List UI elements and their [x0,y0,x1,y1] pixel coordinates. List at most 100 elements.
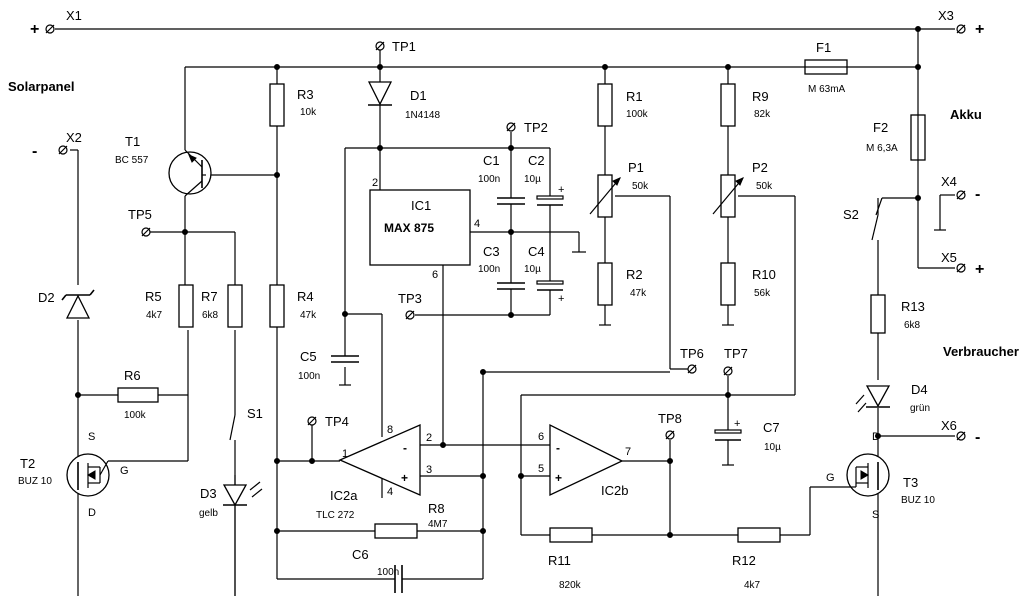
ref-label: P2 [752,160,768,175]
minus-sign: - [32,143,37,160]
ref-label: R6 [124,368,141,383]
value-label: 100k [124,410,147,421]
testpoint-tp1: TP1 [375,39,416,54]
diode-d1: D1 1N4148 [367,81,440,121]
verbraucher-label: Verbraucher [943,344,1019,359]
ref-label: C3 [483,244,500,259]
value-label: 10µ [524,174,541,185]
value-label: 4k7 [744,580,761,591]
testpoint-label: TP4 [325,414,349,429]
ref-label: R4 [297,289,314,304]
terminal-x2: - X2 [32,130,82,160]
pin-label: 8 [387,424,393,436]
resistor-r4: R4 47k [269,284,317,328]
value-label: BUZ 10 [18,476,52,487]
value-label: 47k [300,310,317,321]
ref-label: F1 [816,40,831,55]
value-label: 100n [298,371,320,382]
testpoint-tp3: TP3 [398,291,422,320]
ref-label: D2 [38,290,55,305]
ref-label: C1 [483,153,500,168]
testpoint-tp6: TP6 [680,346,704,374]
value-label: 6k8 [904,320,921,331]
ref-label: C5 [300,349,317,364]
value-label: 6k8 [202,310,219,321]
resistor-r12: R12 4k7 [732,527,781,591]
terminal-x6: - X6 [941,418,980,446]
transistor-t1: T1 BC 557 [115,134,212,197]
ref-label: T2 [20,456,35,471]
resistor-r8: R8 4M7 [374,501,448,539]
svg-text:+: + [734,418,740,430]
value-label: 47k [630,288,647,299]
pin-label: D [88,507,96,519]
zener-diode-d2: D2 [38,289,95,319]
capacitor-c4: + C4 10µ [524,244,564,305]
pin-label: 1 [342,448,348,460]
switch-s2: S2 [843,197,883,241]
ref-label: C4 [528,244,545,259]
ic1-max875: IC1 MAX 875 2 4 6 [369,177,480,281]
value-label: 10µ [764,442,781,453]
capacitor-c2: + C2 10µ [524,153,564,206]
pin-label: 2 [372,177,378,189]
ref-label: R7 [201,289,218,304]
ref-label: R12 [732,553,756,568]
mosfet-t3: D G S T3 BUZ 10 [826,431,935,521]
svg-text:-: - [556,441,560,455]
testpoint-tp7: TP7 [723,346,748,376]
value-label: 100n [478,174,500,185]
svg-text:+: + [558,293,564,305]
value-label: 10k [300,107,317,118]
capacitor-c3: C3 100n [478,244,525,290]
resistor-r3: R3 10k [269,83,317,127]
ref-label: D1 [410,88,427,103]
switch-s1: S1 [229,406,263,441]
fuse-f2: F2 M 6,3A [866,114,926,161]
testpoint-label: TP7 [724,346,748,361]
potentiometer-p1: P1 50k [589,160,649,218]
value-label: M 6,3A [866,143,898,154]
ref-label: S1 [247,406,263,421]
value-label: BC 557 [115,155,149,166]
minus-sign: - [975,429,980,446]
plus-sign: + [30,21,39,38]
value-label: 50k [632,181,649,192]
value-label: 820k [559,580,582,591]
svg-text:+: + [401,471,408,485]
ref-label: C2 [528,153,545,168]
opamp-ic2b: - + 6 5 7 IC2b [538,423,631,498]
testpoint-tp5: TP5 [128,207,152,237]
value-label: 1N4148 [405,110,440,121]
testpoint-tp2: TP2 [506,120,548,135]
pin-label: 6 [432,269,438,281]
value-label: 4k7 [146,310,163,321]
testpoint-label: TP5 [128,207,152,222]
terminal-x1: + X1 [30,8,82,38]
value-label: MAX 875 [384,221,434,235]
terminal-x4: - X4 [941,174,980,203]
ref-label: R2 [626,267,643,282]
resistor-r13: R13 6k8 [870,294,925,334]
terminal-label: X5 [941,250,957,265]
ref-label: P1 [628,160,644,175]
junctions [75,26,921,538]
capacitor-c7: + C7 10µ [714,418,781,453]
led-d3: D3 gelb [199,475,263,596]
pin-label: 7 [625,446,631,458]
pin-label: 3 [426,464,432,476]
ref-label: C6 [352,547,369,562]
resistor-r6: R6 100k [117,368,159,421]
value-label: M 63mA [808,84,846,95]
value-label: 10µ [524,264,541,275]
testpoint-label: TP8 [658,411,682,426]
value-label: 56k [754,288,771,299]
value-label: grün [910,403,930,414]
svg-text:+: + [558,184,564,196]
ref-label: F2 [873,120,888,135]
opamp-ic2a: - + 1 2 3 4 8 IC2a TLC 272 [316,424,432,521]
capacitor-c1: C1 100n [478,153,525,205]
ref-label: R13 [901,299,925,314]
value-label: 50k [756,181,773,192]
